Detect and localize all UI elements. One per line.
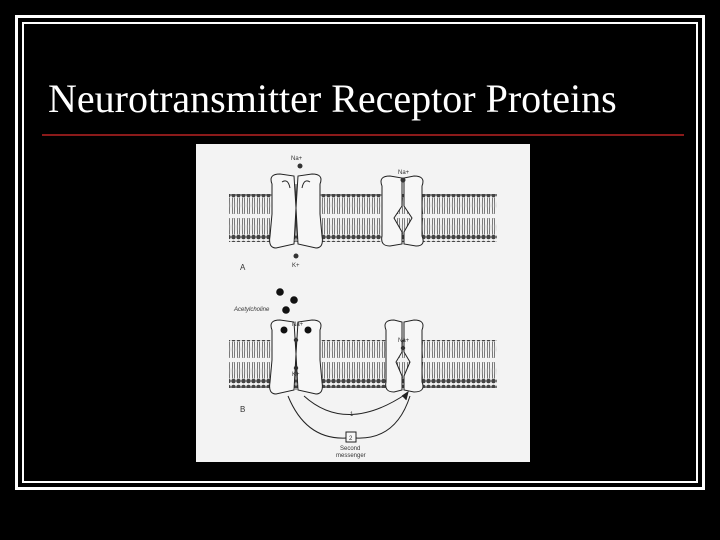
membrane-b bbox=[229, 340, 497, 388]
slide-title: Neurotransmitter Receptor Proteins bbox=[48, 76, 617, 121]
panel-b-label: B bbox=[240, 405, 245, 414]
acetylcholine-label: Acetylcholine bbox=[233, 307, 270, 313]
title-underline bbox=[42, 134, 684, 136]
signal-arrows bbox=[287, 390, 411, 439]
ion-a-bottom-label: K+ bbox=[292, 263, 300, 269]
ion-b-top-left-label: Na+ bbox=[292, 322, 304, 328]
receptor-b-left bbox=[269, 319, 323, 395]
receptor-b-right bbox=[384, 319, 424, 393]
pathway-1-label: 1 bbox=[350, 412, 354, 418]
second-messenger-label-1: Second bbox=[340, 446, 360, 452]
slide-outer-border bbox=[15, 15, 705, 490]
second-messenger-label-2: messenger bbox=[336, 453, 366, 459]
slide-inner-border bbox=[22, 22, 698, 483]
acetylcholine-molecules bbox=[276, 288, 298, 314]
ion-a-top-right-label: Na+ bbox=[398, 170, 410, 176]
ion-b-inner-label: K+ bbox=[292, 372, 300, 378]
second-messenger-box bbox=[345, 431, 357, 443]
receptor-a-right bbox=[380, 175, 424, 247]
receptor-diagram: Na+ Na+ K+ A Acetylcholine bbox=[196, 144, 530, 462]
receptor-diagram-svg: Na+ Na+ K+ A Acetylcholine bbox=[229, 156, 497, 459]
ion-a-top-right bbox=[400, 177, 406, 183]
receptor-a-left bbox=[269, 173, 323, 249]
ion-a-bottom bbox=[293, 253, 299, 259]
ion-a-top-left bbox=[297, 163, 303, 169]
ion-b-top-right bbox=[400, 345, 406, 351]
panel-a-label: A bbox=[240, 263, 246, 272]
ion-b-top-right-label: Na+ bbox=[398, 338, 410, 344]
membrane-a bbox=[229, 194, 497, 242]
ion-a-top-left-label: Na+ bbox=[291, 156, 303, 162]
pathway-2-label: 2 bbox=[349, 436, 353, 442]
